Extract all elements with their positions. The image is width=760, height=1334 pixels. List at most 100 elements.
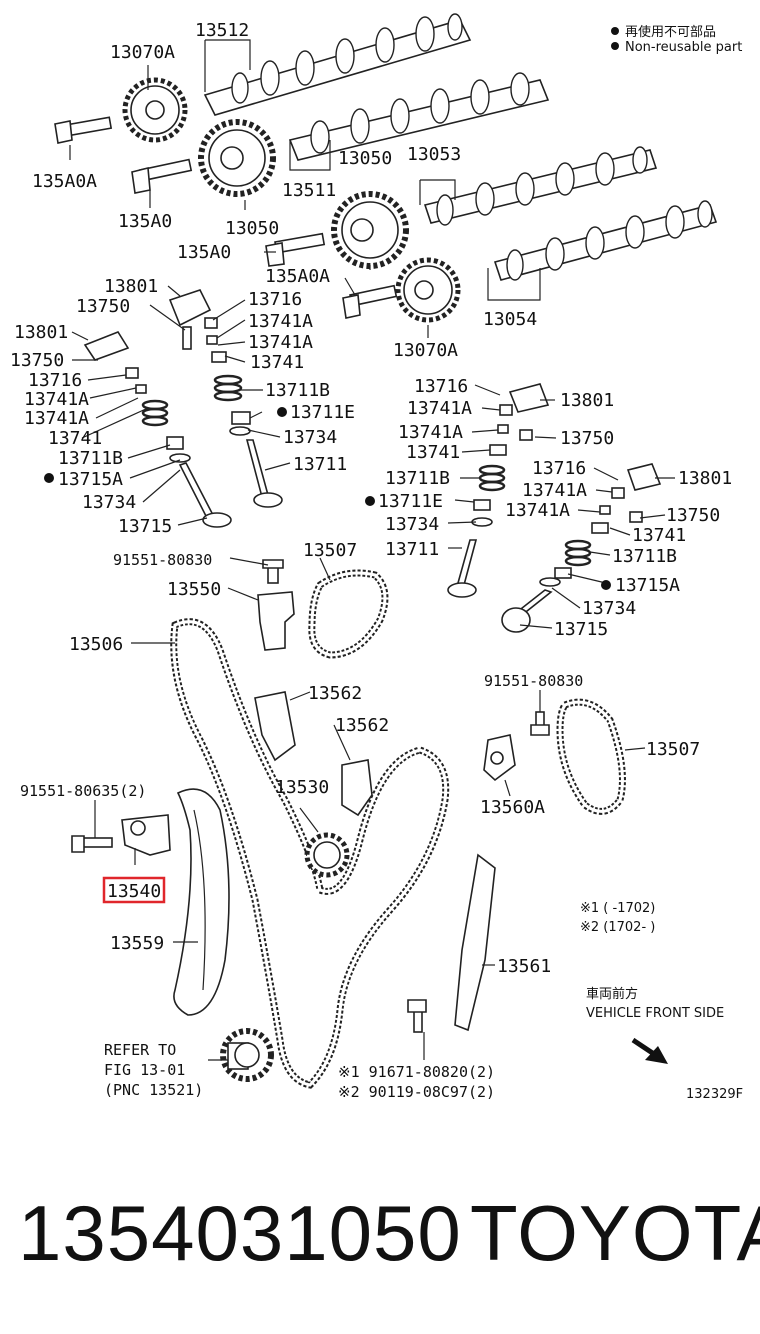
highlight-box-13540 xyxy=(102,876,166,904)
label-135A0A-top[interactable]: 135A0A xyxy=(32,171,97,192)
label-13801-a[interactable]: 13801 xyxy=(104,276,158,297)
label-13716-a[interactable]: 13716 xyxy=(248,289,302,310)
bolt-135A0-mid xyxy=(265,232,326,267)
label-13559[interactable]: 13559 xyxy=(110,933,164,954)
label-13715A-b[interactable]: 13715A xyxy=(58,469,123,490)
label-13741A-c1[interactable]: 13741A xyxy=(407,398,472,419)
label-13562-b[interactable]: 13562 xyxy=(335,715,389,736)
camshaft-gear-13050-left xyxy=(198,119,276,197)
bolt-135A0A-mid xyxy=(342,284,398,319)
label-13750-a[interactable]: 13750 xyxy=(76,296,130,317)
label-13507-b[interactable]: 13507 xyxy=(646,739,700,760)
sub-chain-13507-right xyxy=(556,698,626,815)
part-labels: 13512 13070A 135A0A 135A0 13050 13511 13… xyxy=(10,20,743,1102)
label-13050-right[interactable]: 13050 xyxy=(338,148,392,169)
label-13750-d[interactable]: 13750 xyxy=(666,505,720,526)
vvt-gear-13070A-top xyxy=(122,77,188,143)
label-13750-c[interactable]: 13750 xyxy=(560,428,614,449)
label-13512[interactable]: 13512 xyxy=(195,20,249,41)
label-13711B-a[interactable]: 13711B xyxy=(265,380,330,401)
label-90119[interactable]: ※2 90119-08C97(2) xyxy=(338,1083,495,1101)
label-13711B-b[interactable]: 13711B xyxy=(58,448,123,469)
chain-guide-13562-b xyxy=(341,759,373,817)
label-13561[interactable]: 13561 xyxy=(497,956,551,977)
label-13741-a[interactable]: 13741 xyxy=(250,352,304,373)
label-13734-a[interactable]: 13734 xyxy=(283,427,337,448)
label-13507-a[interactable]: 13507 xyxy=(303,540,357,561)
label-135A0-top[interactable]: 135A0 xyxy=(118,211,172,232)
refer-line1: REFER TO xyxy=(104,1041,176,1059)
label-91551-80830-a[interactable]: 91551-80830 xyxy=(113,551,212,569)
label-13530[interactable]: 13530 xyxy=(275,777,329,798)
label-135A0A-mid[interactable]: 135A0A xyxy=(265,266,330,287)
part-number: 1354031050 xyxy=(18,1189,462,1277)
label-91551-80635[interactable]: 91551-80635(2) xyxy=(20,782,146,800)
label-13734-c[interactable]: 13734 xyxy=(385,514,439,535)
label-13070A-mid[interactable]: 13070A xyxy=(393,340,458,361)
camshaft-upper-left xyxy=(203,13,472,116)
label-135A0-mid[interactable]: 135A0 xyxy=(177,242,231,263)
label-13734-b[interactable]: 13734 xyxy=(82,492,136,513)
chain-guide-13562-a xyxy=(254,691,296,762)
valve-train-left xyxy=(83,289,283,528)
label-13741A-c2[interactable]: 13741A xyxy=(398,422,463,443)
tensioner-13550 xyxy=(257,559,295,651)
label-13053[interactable]: 13053 xyxy=(407,144,461,165)
label-13715-d[interactable]: 13715 xyxy=(554,619,608,640)
label-13070A-top[interactable]: 13070A xyxy=(110,42,175,63)
crank-gear-reference xyxy=(220,1028,274,1082)
vvt-gear-13070A-mid xyxy=(395,257,461,323)
label-13560A[interactable]: 13560A xyxy=(480,797,545,818)
label-13741A-a1[interactable]: 13741A xyxy=(248,311,313,332)
label-13741-d[interactable]: 13741 xyxy=(632,525,686,546)
bolt-135A0-top xyxy=(131,158,193,194)
label-13054[interactable]: 13054 xyxy=(483,309,537,330)
label-13050-left[interactable]: 13050 xyxy=(225,218,279,239)
label-13801-c[interactable]: 13801 xyxy=(560,390,614,411)
camshaft-lower-right xyxy=(493,200,718,281)
brand-name: TOYOTA xyxy=(470,1189,760,1277)
crank-sprocket-13530 xyxy=(304,832,350,878)
legend-en: Non-reusable part xyxy=(625,40,742,55)
tensioner-13560A xyxy=(483,734,516,782)
label-13511[interactable]: 13511 xyxy=(282,180,336,201)
label-91551-80830-b[interactable]: 91551-80830 xyxy=(484,672,583,690)
label-13715A-d[interactable]: 13715A xyxy=(615,575,680,596)
label-13716-b[interactable]: 13716 xyxy=(28,370,82,391)
label-13741A-a2[interactable]: 13741A xyxy=(248,332,313,353)
camshaft-upper-right xyxy=(288,72,550,161)
camshaft-lower-left xyxy=(423,146,658,226)
label-13801-b[interactable]: 13801 xyxy=(14,322,68,343)
label-13741A-d2[interactable]: 13741A xyxy=(505,500,570,521)
label-13734-d[interactable]: 13734 xyxy=(582,598,636,619)
label-13711B-c[interactable]: 13711B xyxy=(385,468,450,489)
label-13711B-d[interactable]: 13711B xyxy=(612,546,677,567)
chain-damper-13561 xyxy=(454,853,496,1032)
label-13711-c[interactable]: 13711 xyxy=(385,539,439,560)
label-13562-a[interactable]: 13562 xyxy=(308,683,362,704)
label-91671[interactable]: ※1 91671-80820(2) xyxy=(338,1063,495,1081)
label-13711E-c[interactable]: 13711E xyxy=(378,491,443,512)
timing-chain-exploded-diagram: 再使用不可部品 Non-reusable part xyxy=(10,13,743,1102)
label-13750-b[interactable]: 13750 xyxy=(10,350,64,371)
chain-slipper-13559 xyxy=(173,788,230,1016)
label-13741A-b2[interactable]: 13741A xyxy=(24,408,89,429)
label-13801-d[interactable]: 13801 xyxy=(678,468,732,489)
bolt-91671 xyxy=(407,999,427,1033)
label-13715-b[interactable]: 13715 xyxy=(118,516,172,537)
label-13550[interactable]: 13550 xyxy=(167,579,221,600)
label-13540[interactable]: 13540 xyxy=(107,881,161,902)
legend-jp: 再使用不可部品 xyxy=(625,24,716,40)
label-13711E-a[interactable]: 13711E xyxy=(290,402,355,423)
label-13741-b[interactable]: 13741 xyxy=(48,428,102,449)
label-13506[interactable]: 13506 xyxy=(69,634,123,655)
label-13741-c[interactable]: 13741 xyxy=(406,442,460,463)
sub-chain-13507-top xyxy=(308,569,389,659)
label-13711-a[interactable]: 13711 xyxy=(293,454,347,475)
label-13741A-b1[interactable]: 13741A xyxy=(24,389,89,410)
label-13716-d[interactable]: 13716 xyxy=(532,458,586,479)
label-13716-c[interactable]: 13716 xyxy=(414,376,468,397)
bolt-135A0A-top xyxy=(54,116,113,144)
note-1: ※1 ( -1702) xyxy=(580,901,655,916)
label-13741A-d1[interactable]: 13741A xyxy=(522,480,587,501)
